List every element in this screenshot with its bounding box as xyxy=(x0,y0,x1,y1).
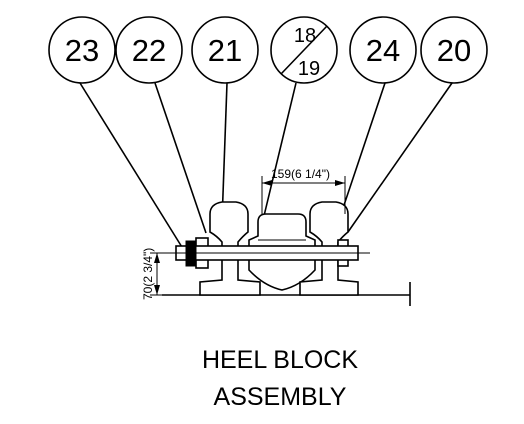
dimension-horizontal: 159(6 1/4") xyxy=(261,167,346,214)
callout-20: 20 xyxy=(420,16,488,84)
callout-20-label: 20 xyxy=(437,33,471,68)
title-line-1: HEEL BLOCK xyxy=(202,346,358,374)
callout-22: 22 xyxy=(115,16,183,84)
callout-19-label: 19 xyxy=(298,58,320,80)
callout-24: 24 xyxy=(349,16,417,84)
title-line-2: ASSEMBLY xyxy=(214,383,347,411)
dimension-horizontal-label: 159(6 1/4") xyxy=(271,167,330,181)
callout-23: 23 xyxy=(48,16,116,84)
dimension-vertical: 70(2 3/4") xyxy=(141,248,176,300)
callout-23-label: 23 xyxy=(65,33,99,68)
callout-18-label: 18 xyxy=(294,25,316,47)
callout-21-label: 21 xyxy=(208,33,242,68)
callout-18-19: 18 19 xyxy=(270,16,338,84)
callout-21: 21 xyxy=(191,16,259,84)
callout-24-label: 24 xyxy=(366,33,400,68)
dimension-vertical-label: 70(2 3/4") xyxy=(141,248,155,300)
callout-22-label: 22 xyxy=(132,33,166,68)
